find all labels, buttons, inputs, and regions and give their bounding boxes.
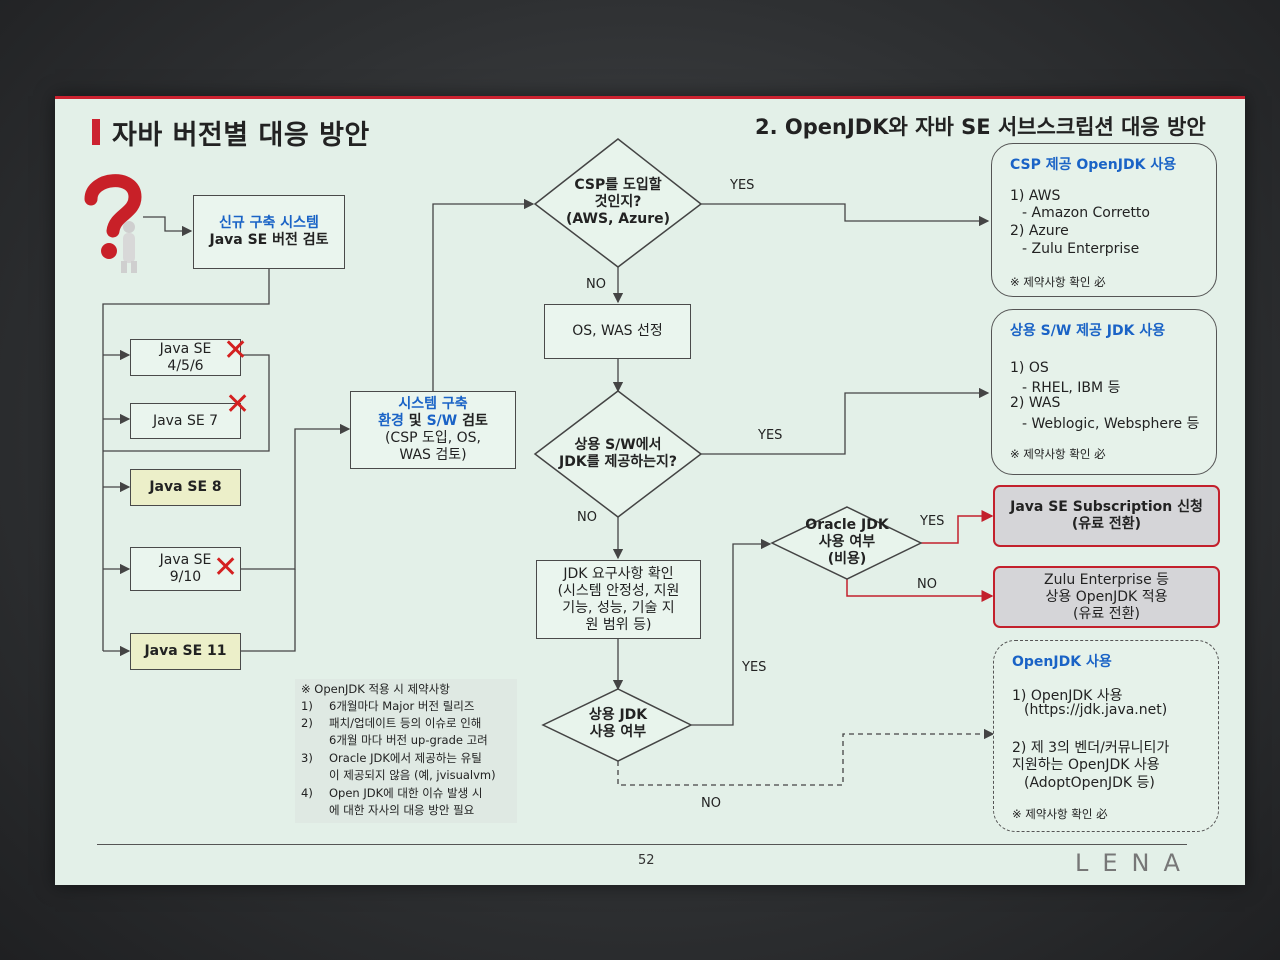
constraints-line: 이 제공되지 않음 (예, jvisualvm) (329, 768, 496, 782)
red-x-icon: ✕ (223, 333, 249, 368)
oracle-yes-label: YES (920, 514, 945, 529)
commercial-jdk-yes-label: YES (742, 660, 767, 675)
constraints-num: 2) (301, 716, 313, 730)
csp-decision-shape (533, 138, 703, 268)
oracle-jdk-decision-text: Oracle JDK 사용 여부 (비용) (805, 517, 889, 567)
commercial-jdk-no-label: NO (701, 796, 721, 811)
title-accent-bar (92, 119, 100, 145)
system-review-box: 시스템 구축 환경 및 S/W 검토 (CSP 도입, OS, WAS 검토) (350, 391, 516, 469)
review-line1: 시스템 구축 (398, 396, 468, 412)
slide-subtitle: 2. OpenJDK와 자바 SE 서브스크립션 대응 방안 (755, 115, 1206, 139)
os-was-selection-box: OS, WAS 선정 (544, 304, 691, 359)
commercial-sw-decision-text: 상용 S/W에서 JDK를 제공하는지? (559, 437, 677, 470)
csp-no-label: NO (586, 277, 606, 292)
footer-divider (97, 844, 1187, 845)
review-detail: (CSP 도입, OS, WAS 검토) (384, 430, 482, 463)
commercial-outcome-line: - Weblogic, Websphere 등 (1022, 416, 1200, 432)
constraints-num: 3) (301, 751, 313, 765)
constraints-title: ※ OpenJDK 적용 시 제약사항 (301, 682, 450, 696)
openjdk-outcome-line: (AdoptOpenJDK 등) (1024, 775, 1155, 791)
review-env: 환경 (378, 413, 404, 429)
review-sw: S/W (426, 413, 458, 429)
csp-openjdk-outcome: CSP 제공 OpenJDK 사용 1) AWS - Amazon Corret… (991, 143, 1217, 297)
commercial-sw-decision-shape (533, 390, 703, 518)
constraints-line: Oracle JDK에서 제공하는 유틸 (329, 751, 482, 765)
constraints-line: 6개월 마다 버전 up-grade 고려 (329, 733, 488, 747)
constraints-line: 패치/업데이트 등의 이슈로 인해 (329, 716, 482, 730)
csp-outcome-line: - Zulu Enterprise (1022, 241, 1140, 257)
csp-outcome-title: CSP 제공 OpenJDK 사용 (1010, 157, 1177, 173)
commercial-outcome-line: - RHEL, IBM 등 (1022, 380, 1121, 396)
openjdk-outcome: OpenJDK 사용 1) OpenJDK 사용 (https://jdk.ja… (993, 640, 1219, 832)
review-and: 및 (408, 413, 422, 429)
review-check: 검토 (462, 413, 488, 429)
csp-outcome-line: - Amazon Corretto (1022, 205, 1150, 221)
commercial-jdk-decision-shape (541, 688, 693, 762)
openjdk-constraints-note: ※ OpenJDK 적용 시 제약사항 1) 6개월마다 Major 버전 릴리… (295, 679, 517, 823)
constraints-line: 6개월마다 Major 버전 릴리즈 (329, 699, 475, 713)
csp-yes-label: YES (730, 178, 755, 193)
csp-outcome-line: 2) Azure (1010, 223, 1069, 239)
constraints-line: Open JDK에 대한 이슈 발생 시 (329, 786, 483, 800)
openjdk-outcome-line: 1) OpenJDK 사용 (1012, 688, 1123, 704)
openjdk-outcome-title: OpenJDK 사용 (1012, 654, 1112, 670)
version-box-java-456: Java SE 4/5/6 (130, 339, 241, 376)
question-mark-figure-icon (83, 169, 143, 274)
java-se-subscription-outcome: Java SE Subscription 신청 (유료 전환) (993, 485, 1220, 547)
commercial-sw-yes-label: YES (758, 428, 783, 443)
zulu-enterprise-outcome: Zulu Enterprise 등 상용 OpenJDK 적용 (유료 전환) (993, 566, 1220, 628)
commercial-outcome-title: 상용 S/W 제공 JDK 사용 (1010, 323, 1166, 339)
jdk-requirement-box: JDK 요구사항 확인 (시스템 안정성, 지원 기능, 성능, 기술 지 원 … (536, 560, 701, 639)
csp-outcome-note: ※ 제약사항 확인 必 (1010, 275, 1106, 289)
commercial-outcome-line: 2) WAS (1010, 395, 1061, 411)
version-box-java-11: Java SE 11 (130, 633, 241, 670)
slide: 자바 버전별 대응 방안 2. OpenJDK와 자바 SE 서브스크립션 대응… (55, 96, 1245, 885)
csp-outcome-line: 1) AWS (1010, 188, 1061, 204)
openjdk-outcome-line: (https://jdk.java.net) (1024, 702, 1168, 718)
commercial-sw-jdk-outcome: 상용 S/W 제공 JDK 사용 1) OS - RHEL, IBM 등 2) … (991, 309, 1217, 475)
openjdk-outcome-note: ※ 제약사항 확인 必 (1012, 807, 1108, 821)
oracle-no-label: NO (917, 577, 937, 592)
constraints-num: 4) (301, 786, 313, 800)
constraints-num: 1) (301, 699, 313, 713)
page-number: 52 (638, 853, 655, 868)
csp-decision-text: CSP를 도입할 것인지? (AWS, Azure) (565, 177, 671, 227)
red-x-icon: ✕ (225, 387, 251, 422)
commercial-sw-no-label: NO (577, 510, 597, 525)
start-box-line2: Java SE 버전 검토 (209, 232, 329, 248)
start-box-new-system: 신규 구축 시스템 Java SE 버전 검토 (193, 195, 345, 269)
commercial-jdk-decision-text: 상용 JDK 사용 여부 (588, 707, 648, 740)
openjdk-outcome-line: 2) 제 3의 벤더/커뮤니티가 (1012, 740, 1170, 756)
commercial-outcome-note: ※ 제약사항 확인 必 (1010, 447, 1106, 461)
version-box-java-7: Java SE 7 (130, 403, 241, 439)
version-box-java-910: Java SE 9/10 (130, 547, 241, 591)
constraints-line: 에 대한 자사의 대응 방안 필요 (329, 803, 475, 817)
lena-logo: LENA (1075, 849, 1194, 877)
version-box-java-8: Java SE 8 (130, 469, 241, 506)
commercial-outcome-line: 1) OS (1010, 360, 1049, 376)
red-x-icon: ✕ (213, 550, 239, 585)
start-box-line1: 신규 구축 시스템 (219, 215, 319, 231)
openjdk-outcome-line: 지원하는 OpenJDK 사용 (1012, 757, 1160, 773)
oracle-jdk-decision-shape (770, 506, 923, 580)
flow-connectors (102, 138, 995, 786)
slide-title: 자바 버전별 대응 방안 (112, 120, 370, 151)
